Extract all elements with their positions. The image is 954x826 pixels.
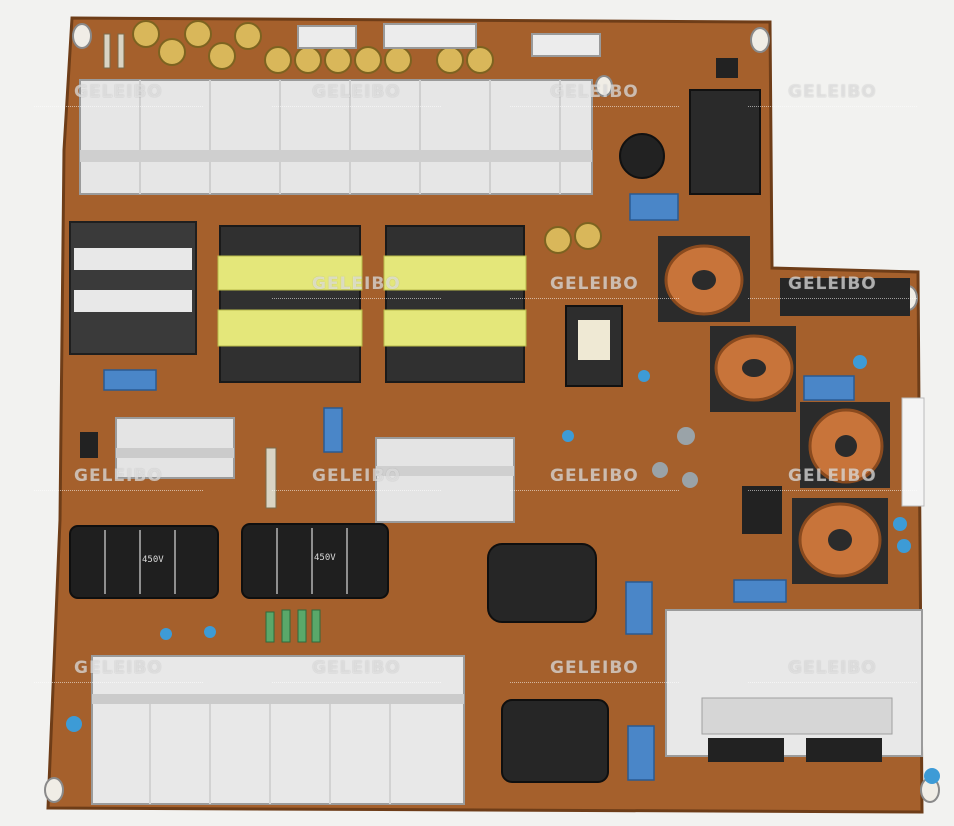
small-components	[66, 33, 940, 784]
watermark: GELEIBO	[272, 658, 441, 683]
relay	[689, 89, 761, 195]
watermark: GELEIBO	[748, 658, 917, 683]
watermark: GELEIBO	[510, 658, 679, 683]
electrolytic-capacitors-top	[132, 20, 602, 254]
heatsink-bottom-left	[91, 655, 465, 805]
watermark: GELEIBO	[34, 466, 203, 491]
bulk-capacitors	[69, 523, 389, 599]
watermark: GELEIBO	[748, 82, 917, 107]
chokes	[487, 543, 609, 783]
watermark: GELEIBO	[510, 274, 679, 299]
bulk-capacitor-marking-right: 450V	[314, 553, 336, 563]
watermark: GELEIBO	[34, 82, 203, 107]
watermark: GELEIBO	[272, 82, 441, 107]
heatsink-bottom-right	[665, 609, 923, 762]
toroid-inductors	[658, 236, 890, 584]
watermark: GELEIBO	[272, 466, 441, 491]
watermark: GELEIBO	[272, 274, 441, 299]
dark-strip	[780, 278, 910, 316]
watermark: GELEIBO	[748, 274, 917, 299]
transformer-center-left	[217, 225, 363, 383]
bulk-capacitor-marking-left: 450V	[142, 555, 164, 565]
label-sticker	[901, 397, 925, 507]
blue-capacitors	[103, 193, 855, 781]
connectors	[297, 23, 601, 57]
heatsink-center	[375, 437, 515, 523]
black-inductor	[619, 133, 665, 179]
transformer-center-right	[383, 225, 527, 383]
watermark: GELEIBO	[748, 466, 917, 491]
watermark: GELEIBO	[510, 82, 679, 107]
heatsink-top	[79, 79, 593, 195]
watermark: GELEIBO	[510, 466, 679, 491]
heatsink-small-left	[115, 417, 235, 479]
transformer-left	[69, 221, 197, 355]
watermark: GELEIBO	[34, 658, 203, 683]
